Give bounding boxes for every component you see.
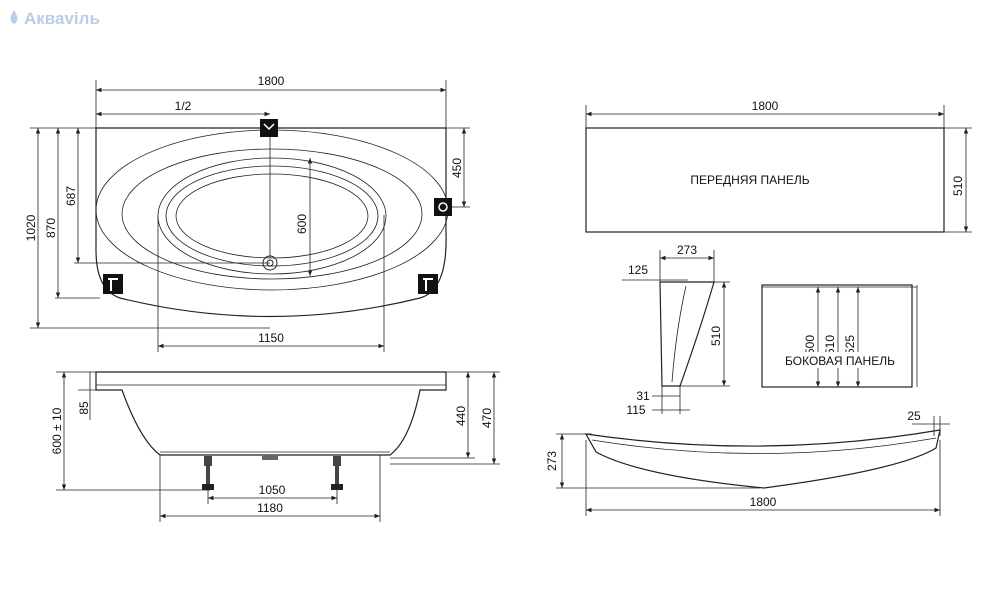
inner-ellipse-1 — [121, 148, 423, 280]
dim-bottom-length: 1180 — [257, 501, 283, 515]
front-panel-label: ПЕРЕДНЯЯ ПАНЕЛЬ — [690, 173, 809, 187]
dim-profile-bottom-b: 115 — [626, 403, 645, 417]
front-panel-view: ПЕРЕДНЯЯ ПАНЕЛЬ 1800 510 — [585, 99, 972, 233]
side-fitting-icon — [434, 198, 452, 216]
dim-profile-offset: 125 — [628, 263, 648, 277]
dim-half: 1/2 — [175, 99, 192, 113]
leg-left-icon — [202, 456, 214, 490]
dim-seat: 687 — [64, 186, 78, 206]
side-panel-shape — [761, 284, 913, 388]
dim-profile-height: 510 — [709, 326, 723, 346]
panel-plan-view: 273 25 1800 — [545, 409, 950, 516]
bowl-ellipse — [175, 173, 369, 259]
dim-profile-bottom-a: 31 — [636, 389, 650, 403]
dim-width: 1020 — [24, 214, 38, 241]
dim-depth-outer: 470 — [480, 408, 494, 428]
dim-inner-width: 870 — [44, 218, 58, 238]
top-view: 1800 1/2 1020 870 687 600 1150 450 — [24, 74, 470, 352]
dim-side-h3: 525 — [843, 335, 857, 355]
dim-profile-width: 273 — [677, 243, 697, 257]
dim-plan-edge: 25 — [907, 409, 921, 423]
side-view: 600 ± 10 85 440 470 1050 1180 — [50, 371, 500, 522]
tub-outline — [95, 127, 447, 318]
dim-bowl-length: 1150 — [258, 331, 284, 345]
dim-plan-depth: 273 — [545, 451, 559, 471]
dim-side-offset: 450 — [450, 158, 464, 178]
profile-shape — [659, 281, 715, 387]
side-panel-view: 500 510 525 БОКОВАЯ ПАНЕЛЬ — [761, 284, 918, 388]
inner-ellipse-3 — [165, 165, 379, 267]
leg-right-icon — [331, 456, 343, 490]
front-panel-shape — [585, 127, 945, 233]
dim-side-h2: 510 — [823, 335, 837, 355]
drop-icon — [10, 10, 18, 24]
handle-right-icon — [418, 274, 438, 294]
dim-leg-spacing: 1050 — [259, 483, 286, 497]
dim-depth-inner: 440 — [454, 406, 468, 426]
dim-side-h1: 500 — [803, 335, 817, 355]
tub-side-outline — [95, 371, 447, 456]
handle-left-icon — [103, 274, 123, 294]
side-panel-label: БОКОВАЯ ПАНЕЛЬ — [785, 354, 895, 368]
side-panel-profile: 273 125 510 31 115 — [622, 243, 730, 417]
brand-logo-text: Акваviль — [24, 9, 100, 28]
dim-plan-length: 1800 — [750, 495, 777, 509]
dim-rim: 85 — [77, 401, 91, 415]
dim-bowl-width: 600 — [295, 214, 309, 234]
dim-height: 600 ± 10 — [50, 407, 64, 454]
curved-panel-shape — [584, 429, 941, 489]
dim-front-height: 510 — [951, 176, 965, 196]
drain-pipe — [262, 455, 278, 460]
dim-front-length: 1800 — [752, 99, 779, 113]
dim-length: 1800 — [258, 74, 285, 88]
brand-logo: Акваviль — [10, 9, 100, 28]
